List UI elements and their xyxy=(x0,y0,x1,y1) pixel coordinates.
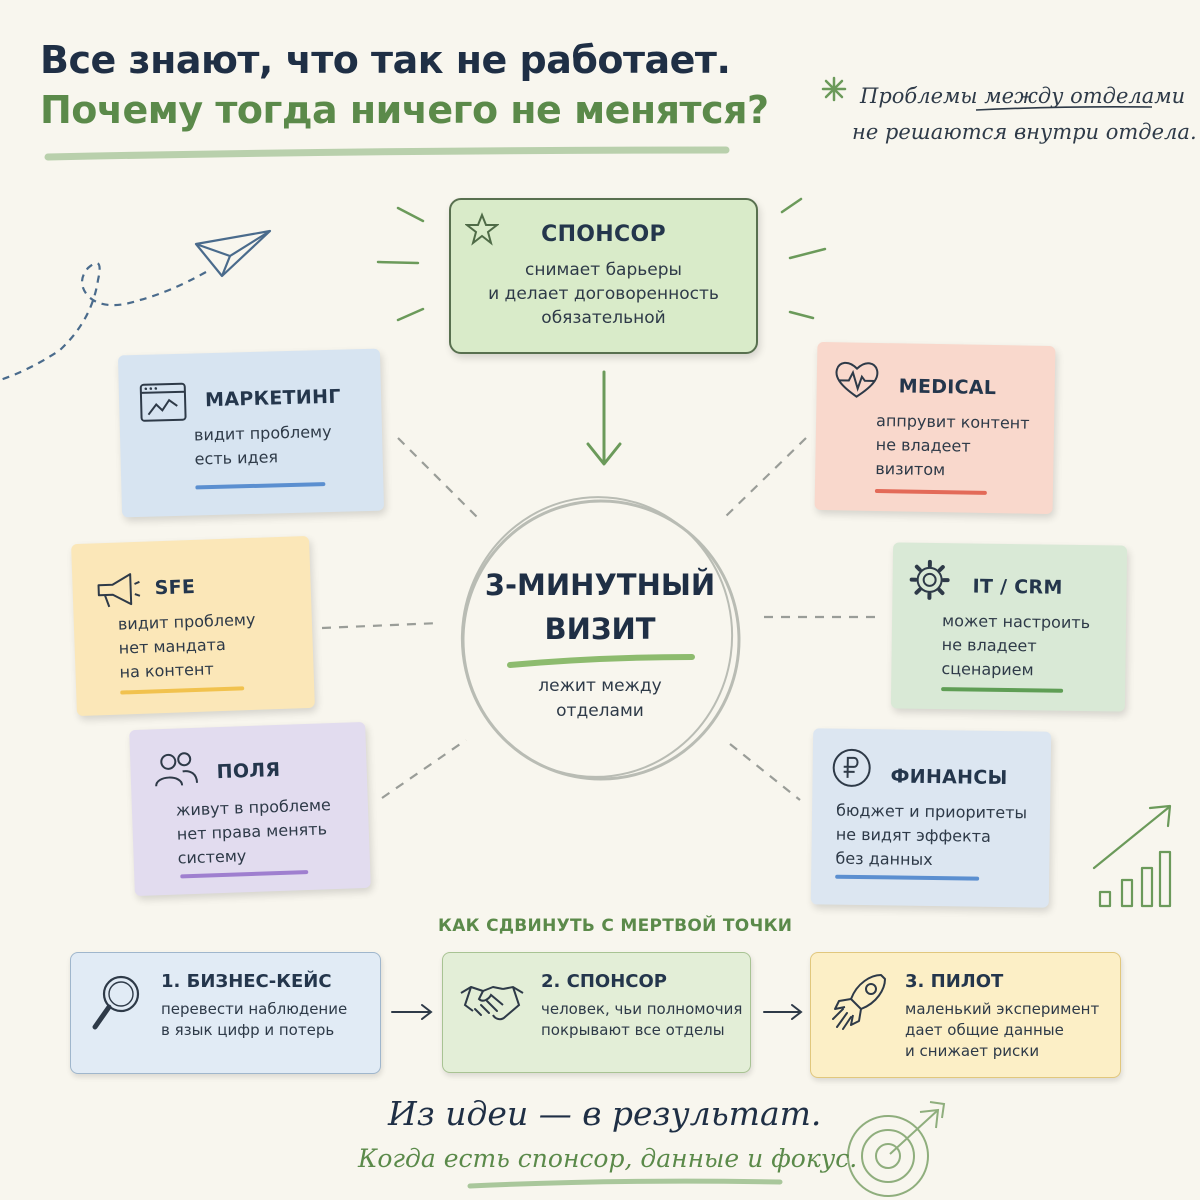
heart-pulse-icon xyxy=(835,361,879,398)
medical-title: MEDICAL xyxy=(898,375,997,400)
medical-text: аппрувит контент не владеет визитом xyxy=(875,410,1030,480)
magnifier-icon xyxy=(92,975,140,1030)
marketing-underline xyxy=(195,482,326,490)
it-crm-underline xyxy=(941,687,1064,693)
howto-heading: КАК СДВИНУТЬ С МЕРТВОЙ ТОЧКИ xyxy=(438,916,793,936)
sponsor-text: снимает барьеры и делает договоренность … xyxy=(488,260,719,328)
ruble-icon xyxy=(832,748,871,787)
fields-card: ПОЛЯ живут в проблеме нет права менять с… xyxy=(129,721,371,897)
growth-chart-icon xyxy=(1092,804,1172,908)
sponsor-card: СПОНСОР снимает барьеры и делает договор… xyxy=(449,198,758,354)
sfe-card: SFE видит проблему нет мандата на контен… xyxy=(71,535,315,717)
it-crm-text: может настроить не владеет сценарием xyxy=(941,611,1091,680)
marketing-title: МАРКЕТИНГ xyxy=(204,385,341,412)
step2-title: 2. СПОНСОР xyxy=(541,971,667,992)
center-circle xyxy=(460,496,741,781)
side-note-line2: не решаются внутри отдела. xyxy=(852,120,1197,144)
target-icon xyxy=(847,1101,946,1197)
center-title-line2: ВИЗИТ xyxy=(544,612,656,646)
center-subtitle-line2: отделами xyxy=(556,701,644,721)
center-subtitle-line1: лежит между xyxy=(538,676,662,696)
center-title-line1: 3-МИНУТНЫЙ xyxy=(484,568,716,602)
fields-title: ПОЛЯ xyxy=(216,758,281,784)
step1-text: перевести наблюдение в язык цифр и потер… xyxy=(161,1000,348,1039)
sponsor-title: СПОНСОР xyxy=(541,222,666,247)
sfe-underline xyxy=(120,686,245,695)
step-arrows xyxy=(391,1004,803,1020)
title-underline xyxy=(44,146,730,161)
finance-underline xyxy=(835,874,980,881)
step-business-case: 1. БИЗНЕС-КЕЙС перевести наблюдение в яз… xyxy=(70,952,381,1074)
main-title: Все знают, что так не работает. xyxy=(40,38,731,82)
fields-underline xyxy=(180,870,309,879)
handshake-icon xyxy=(460,985,524,1021)
people-icon xyxy=(155,752,199,787)
plane-trail xyxy=(0,262,207,382)
megaphone-icon xyxy=(97,573,141,608)
medical-card: MEDICAL аппрувит контент не владеет визи… xyxy=(814,341,1056,515)
sponsor-sparkles xyxy=(376,197,827,322)
main-subtitle: Почему тогда ничего не менятся? xyxy=(40,88,769,132)
medical-underline xyxy=(874,488,987,495)
paper-plane-icon xyxy=(194,229,272,278)
asterisk-icon xyxy=(821,76,847,102)
step2-text: человек, чьи полномочия покрывают все от… xyxy=(541,1000,743,1039)
footer-tagline: Из идеи — в результат. xyxy=(388,1094,822,1133)
browser-chart-icon xyxy=(139,382,187,422)
marketing-text: видит проблему есть идея xyxy=(193,421,332,469)
down-arrow xyxy=(586,370,622,466)
step3-text: маленький эксперимент дает общие данные … xyxy=(905,1000,1100,1060)
footer-underline xyxy=(467,1178,783,1189)
footer-subtagline: Когда есть спонсор, данные и фокус. xyxy=(358,1144,858,1173)
step3-title: 3. ПИЛОТ xyxy=(905,971,1004,992)
rocket-icon xyxy=(832,974,886,1030)
sfe-text: видит проблему нет мандата на контент xyxy=(117,609,256,682)
sfe-title: SFE xyxy=(154,575,196,600)
star-icon xyxy=(465,212,499,246)
marketing-card: МАРКЕТИНГ видит проблему есть идея xyxy=(117,348,385,518)
note-underline xyxy=(975,106,1153,111)
finance-card: ФИНАНСЫ бюджет и приоритеты не видят эфф… xyxy=(810,728,1052,908)
it-crm-card: IT / CRM может настроить не владеет сцен… xyxy=(890,542,1128,712)
center-underline xyxy=(507,654,695,668)
step-pilot: 3. ПИЛОТ маленький эксперимент дает общи… xyxy=(810,952,1121,1078)
fields-text: живут в проблеме нет права менять систем… xyxy=(175,795,332,868)
step1-title: 1. БИЗНЕС-КЕЙС xyxy=(161,971,332,992)
it-crm-title: IT / CRM xyxy=(972,575,1063,599)
finance-title: ФИНАНСЫ xyxy=(890,765,1008,790)
dashed-connectors xyxy=(321,437,880,801)
side-note-line1: Проблемы между отделами xyxy=(860,84,1186,108)
finance-text: бюджет и приоритеты не видят эффекта без… xyxy=(835,800,1028,870)
step-sponsor: 2. СПОНСОР человек, чьи полномочия покры… xyxy=(442,952,751,1073)
gear-icon xyxy=(909,559,950,600)
